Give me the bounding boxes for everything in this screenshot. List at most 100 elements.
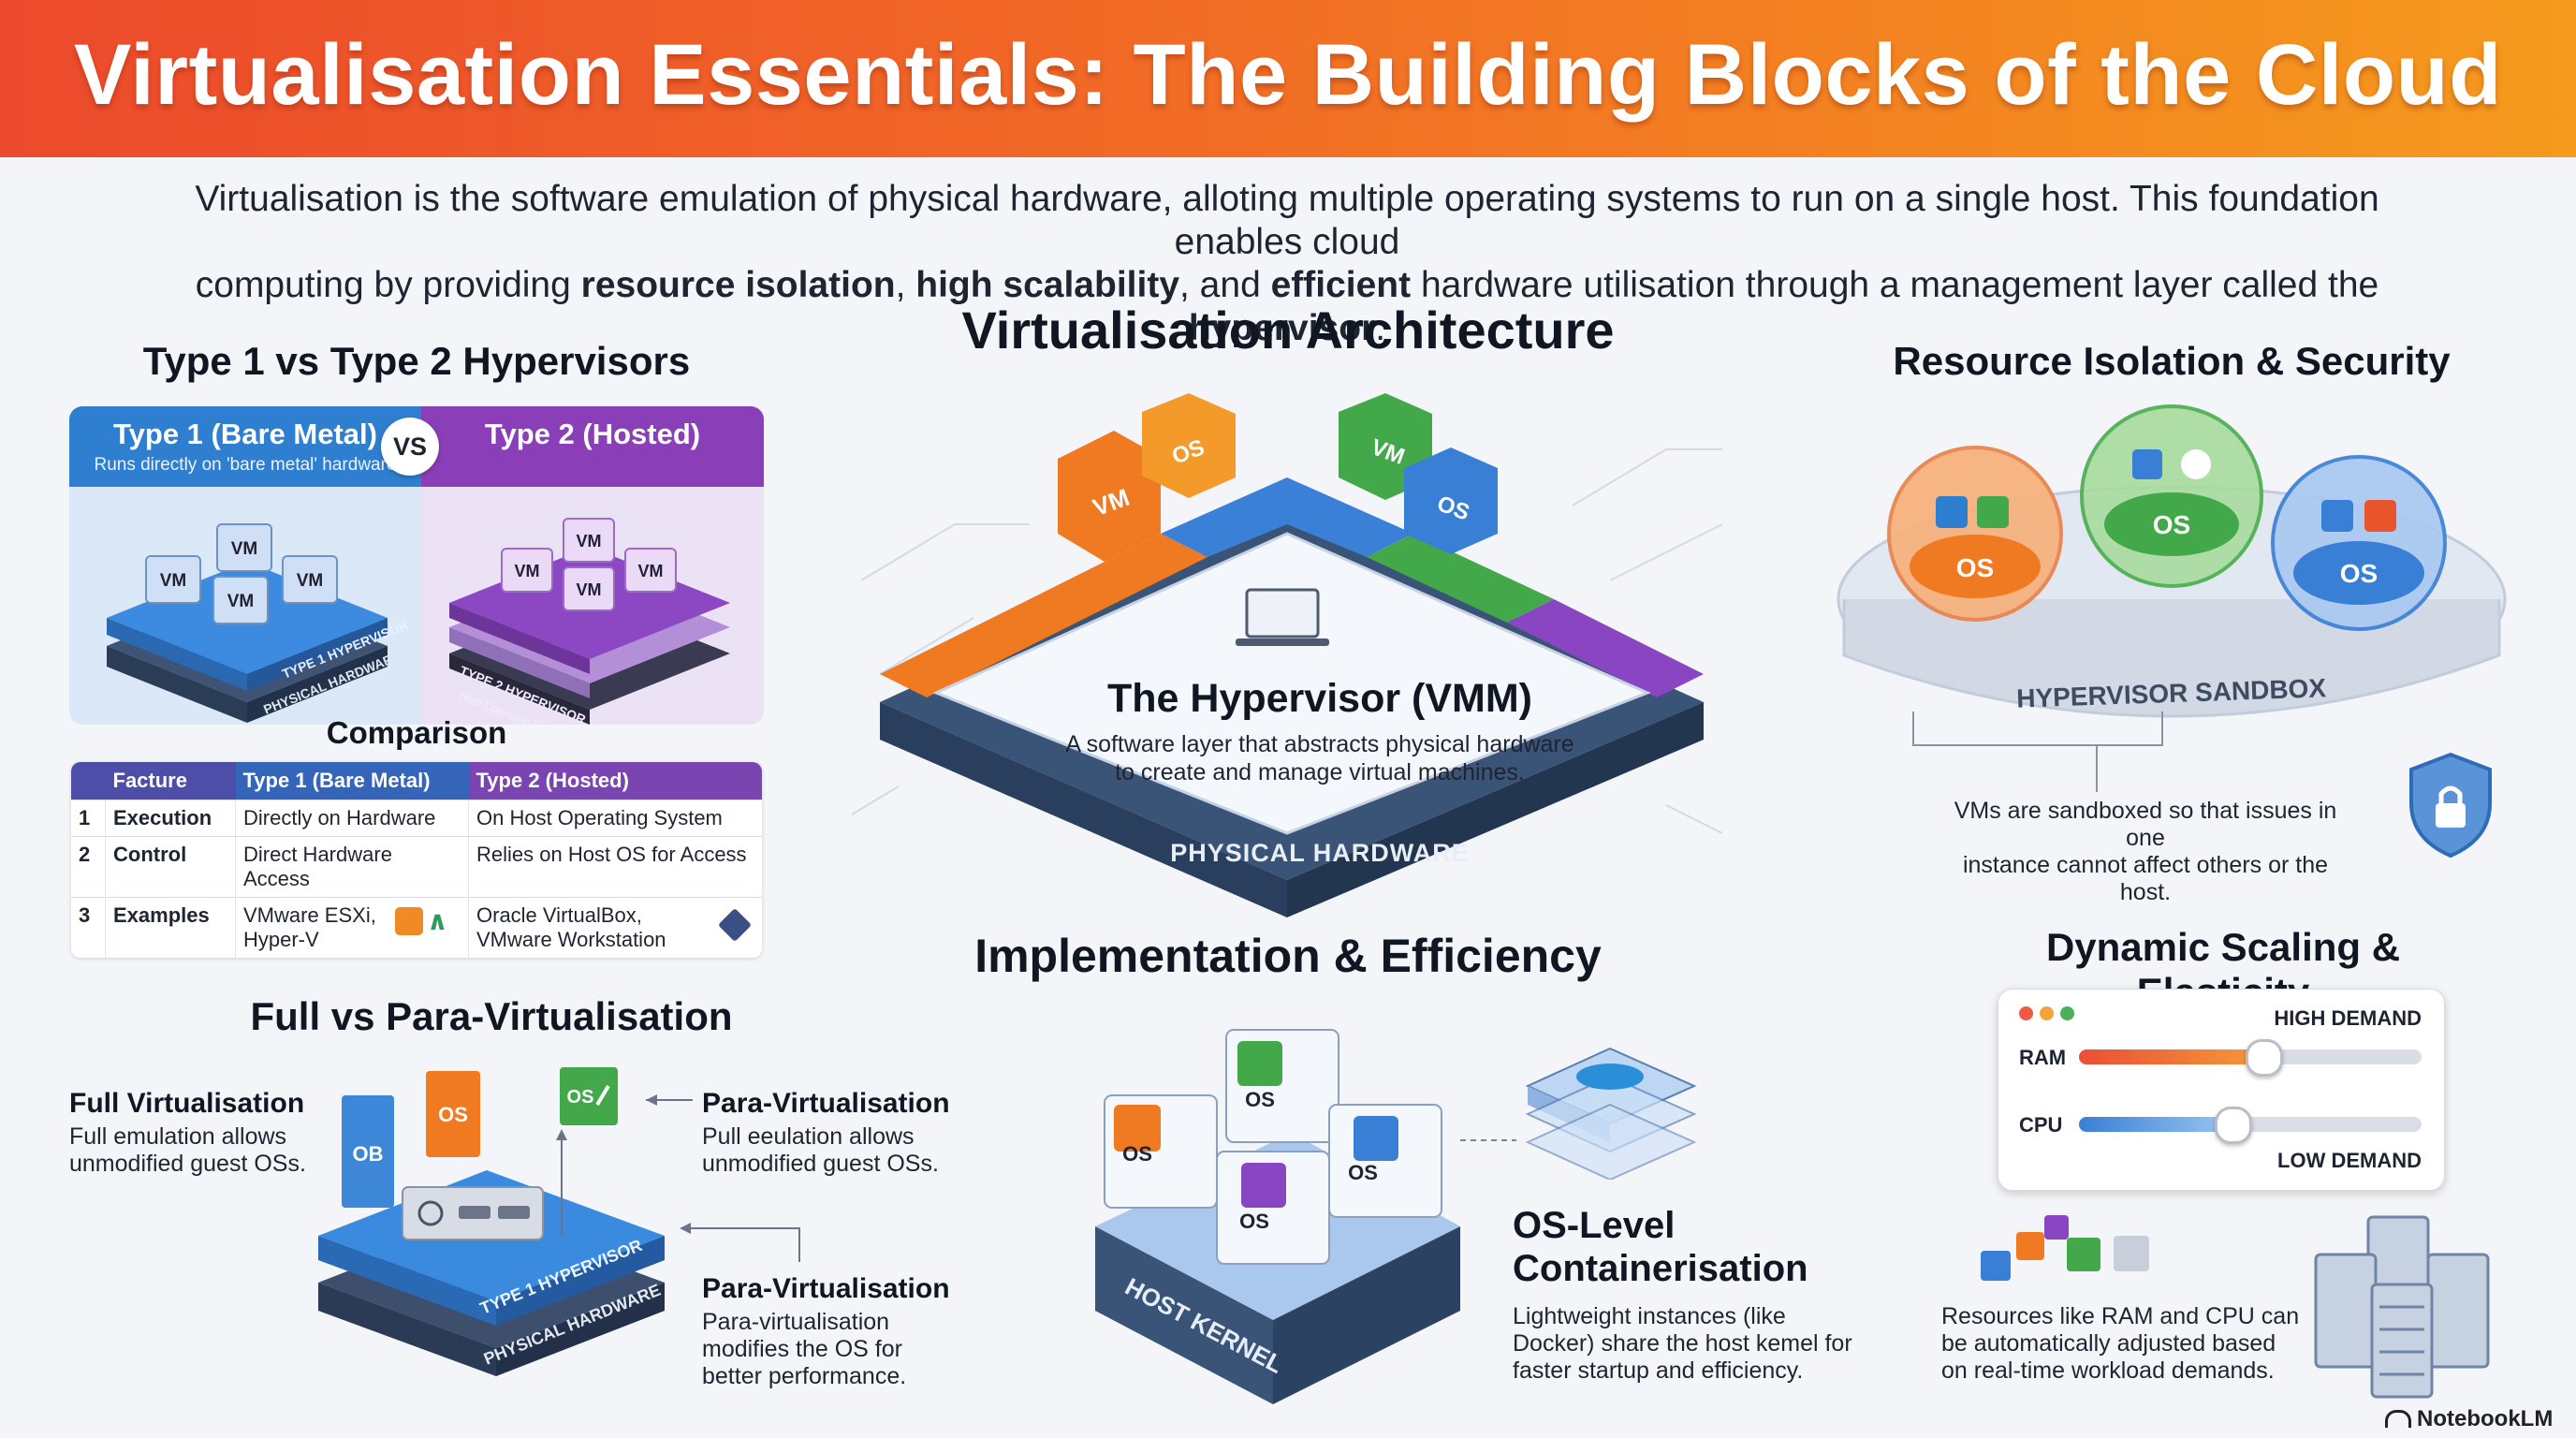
row-type2: Oracle VirtualBox, VMware Workstation	[468, 897, 762, 958]
hypervisor-platform	[932, 532, 1651, 835]
type1-header: Type 1 (Bare Metal) Runs directly on 'ba…	[69, 406, 421, 487]
os-bubble-orange-base	[1910, 535, 2041, 598]
full-virt-title: Full Virtualisation	[69, 1088, 305, 1119]
notebooklm-watermark: NotebookLM	[2385, 1406, 2553, 1432]
title-banner	[0, 0, 2576, 157]
intro-line-1: Virtualisation is the software emulation…	[195, 179, 2379, 262]
full-virt-desc-line: unmodified guest OSs.	[69, 1151, 306, 1177]
watermark-text: NotebookLM	[2417, 1406, 2554, 1431]
para-virt-title-1: Para-Virtualisation	[702, 1088, 950, 1119]
isolation-desc-line: instance cannot affect others or the hos…	[1962, 852, 2329, 905]
para-virt-desc-line: unmodified guest OSs.	[702, 1151, 939, 1177]
para-virt-desc-2: Para-virtualisation modifies the OS for …	[702, 1309, 906, 1390]
arch-frame-orange	[880, 534, 1208, 697]
os-cube-label: OS	[438, 1103, 468, 1126]
ram-slider-knob[interactable]	[2246, 1039, 2283, 1077]
type2-hostos-side	[449, 627, 590, 698]
vm-cube-label: VM	[515, 562, 540, 580]
ob-cube	[342, 1095, 394, 1208]
intro-text: hardware utilisation through a managemen…	[1411, 265, 2379, 305]
globe-app-icon	[2132, 449, 2162, 479]
container-desc-line: faster startup and efficiency.	[1513, 1357, 1804, 1384]
os-chip-orange	[1114, 1105, 1161, 1152]
os-chip-label: OS	[1122, 1142, 1152, 1166]
type2-body: TYPE 2 HYPERVISOR Host Operating System …	[421, 487, 764, 725]
vm-cube-label: VM	[160, 571, 187, 591]
bracket-line	[1912, 712, 2163, 746]
type1-hardware-side	[107, 646, 247, 723]
full-virt-desc: Full emulation allows unmodified guest O…	[69, 1123, 306, 1178]
drive-slot-icon	[459, 1206, 490, 1219]
para-virt-illustration: PHYSICAL HARDWARE TYPE 1 HYPERVISOR OB O…	[318, 1067, 693, 1376]
vm-cube	[145, 555, 201, 604]
table-header-num	[71, 762, 106, 800]
row-num: 2	[71, 836, 106, 898]
os-cube-orange	[426, 1071, 480, 1157]
scaling-desc-line: Resources like RAM and CPU can	[1941, 1303, 2300, 1329]
isolation-desc-line: VMs are sandboxed so that issues in one	[1954, 798, 2337, 851]
para-virt-desc-line: Para-virtualisation	[702, 1309, 890, 1335]
os-cube-green	[560, 1067, 618, 1125]
os-chip-purple	[1241, 1163, 1286, 1208]
check-icon	[595, 1084, 610, 1107]
type2-hardware-side	[449, 653, 590, 725]
row-feature: Execution	[105, 800, 236, 837]
server-rack-icon	[2314, 1215, 2490, 1399]
para-virt-desc-line: better performance.	[702, 1363, 907, 1389]
os-chip-label: OS	[1245, 1088, 1275, 1111]
vm-cube	[501, 548, 553, 593]
para-hypervisor-side-right	[496, 1236, 665, 1326]
arrow-icon	[680, 1223, 691, 1234]
type1-hypervisor-side	[107, 618, 247, 691]
table-row: 2 Control Direct Hardware Access Relies …	[71, 836, 762, 898]
vm-cube	[216, 523, 272, 572]
para-virt-desc-line: modifies the OS for	[702, 1336, 902, 1362]
row-type2-line2: VMware Workstation	[476, 928, 666, 951]
os-cube-label: OS	[567, 1087, 594, 1108]
resource-cube	[2016, 1232, 2044, 1260]
arch-vm-cubes: VM OS VM OS	[1058, 393, 1498, 562]
resource-cubes-illustration	[1981, 1215, 2149, 1281]
para-hardware-side	[318, 1283, 496, 1376]
laptop-icon	[1236, 588, 1329, 646]
arch-hardware-side	[880, 702, 1287, 917]
virtualbox-logo-icon	[717, 907, 753, 943]
resource-cube	[1981, 1251, 2011, 1281]
row-feature: Control	[105, 836, 236, 898]
table-row: 3 Examples VMware ESXi, Hyper-V ∧ Oracle…	[71, 897, 762, 958]
arrow-icon	[646, 1094, 657, 1106]
table-row: 1 Execution Directly on Hardware On Host…	[71, 800, 762, 837]
intro-text: ,	[895, 265, 916, 305]
table-header-type1: Type 1 (Bare Metal)	[235, 762, 469, 800]
full-virt-desc-line: Full emulation allows	[69, 1123, 287, 1150]
os-bubble-green-base	[2104, 492, 2239, 556]
hypervisors-title: Type 1 vs Type 2 Hypervisors	[142, 339, 691, 383]
row-num: 1	[71, 800, 106, 837]
office-icon	[2364, 500, 2396, 532]
row-type1: VMware ESXi, Hyper-V ∧	[235, 897, 469, 958]
architecture-title: Virtualisation Architecture	[961, 301, 1615, 360]
os-cube-orange	[1142, 393, 1236, 498]
scaling-desc-line: on real-time workload demands.	[1941, 1357, 2275, 1384]
vm-cube	[212, 576, 269, 624]
implementation-title: Implementation & Efficiency	[974, 930, 1602, 982]
isolation-bracket	[1912, 712, 2163, 792]
appstore-icon	[2321, 500, 2353, 532]
shield-lock-icon	[2409, 752, 2492, 858]
container-title: OS-Level Containerisation	[1513, 1204, 1808, 1290]
arch-frame-blue	[1161, 477, 1413, 557]
os-bubble-label: OS	[2153, 510, 2190, 539]
type2-vm-cubes: VM VM VM VM	[501, 518, 677, 611]
type1-subtitle: Runs directly on 'bare metal' hardware	[94, 455, 397, 475]
hypervisor-desc: A software layer that abstracts physical…	[1011, 730, 1629, 786]
type1-title: Type 1 (Bare Metal)	[113, 418, 377, 450]
row-type1: Direct Hardware Access	[235, 836, 469, 898]
os-cube-blue	[1404, 448, 1498, 554]
ram-label: RAM	[2019, 1046, 2067, 1069]
vm-cube-label: VM	[638, 562, 664, 580]
cpu-slider-knob[interactable]	[2215, 1107, 2252, 1144]
container-desc-line: Lightweight instances (like	[1513, 1303, 1786, 1329]
intro-text: computing by providing	[195, 265, 581, 305]
circuit-lines	[851, 448, 1723, 834]
